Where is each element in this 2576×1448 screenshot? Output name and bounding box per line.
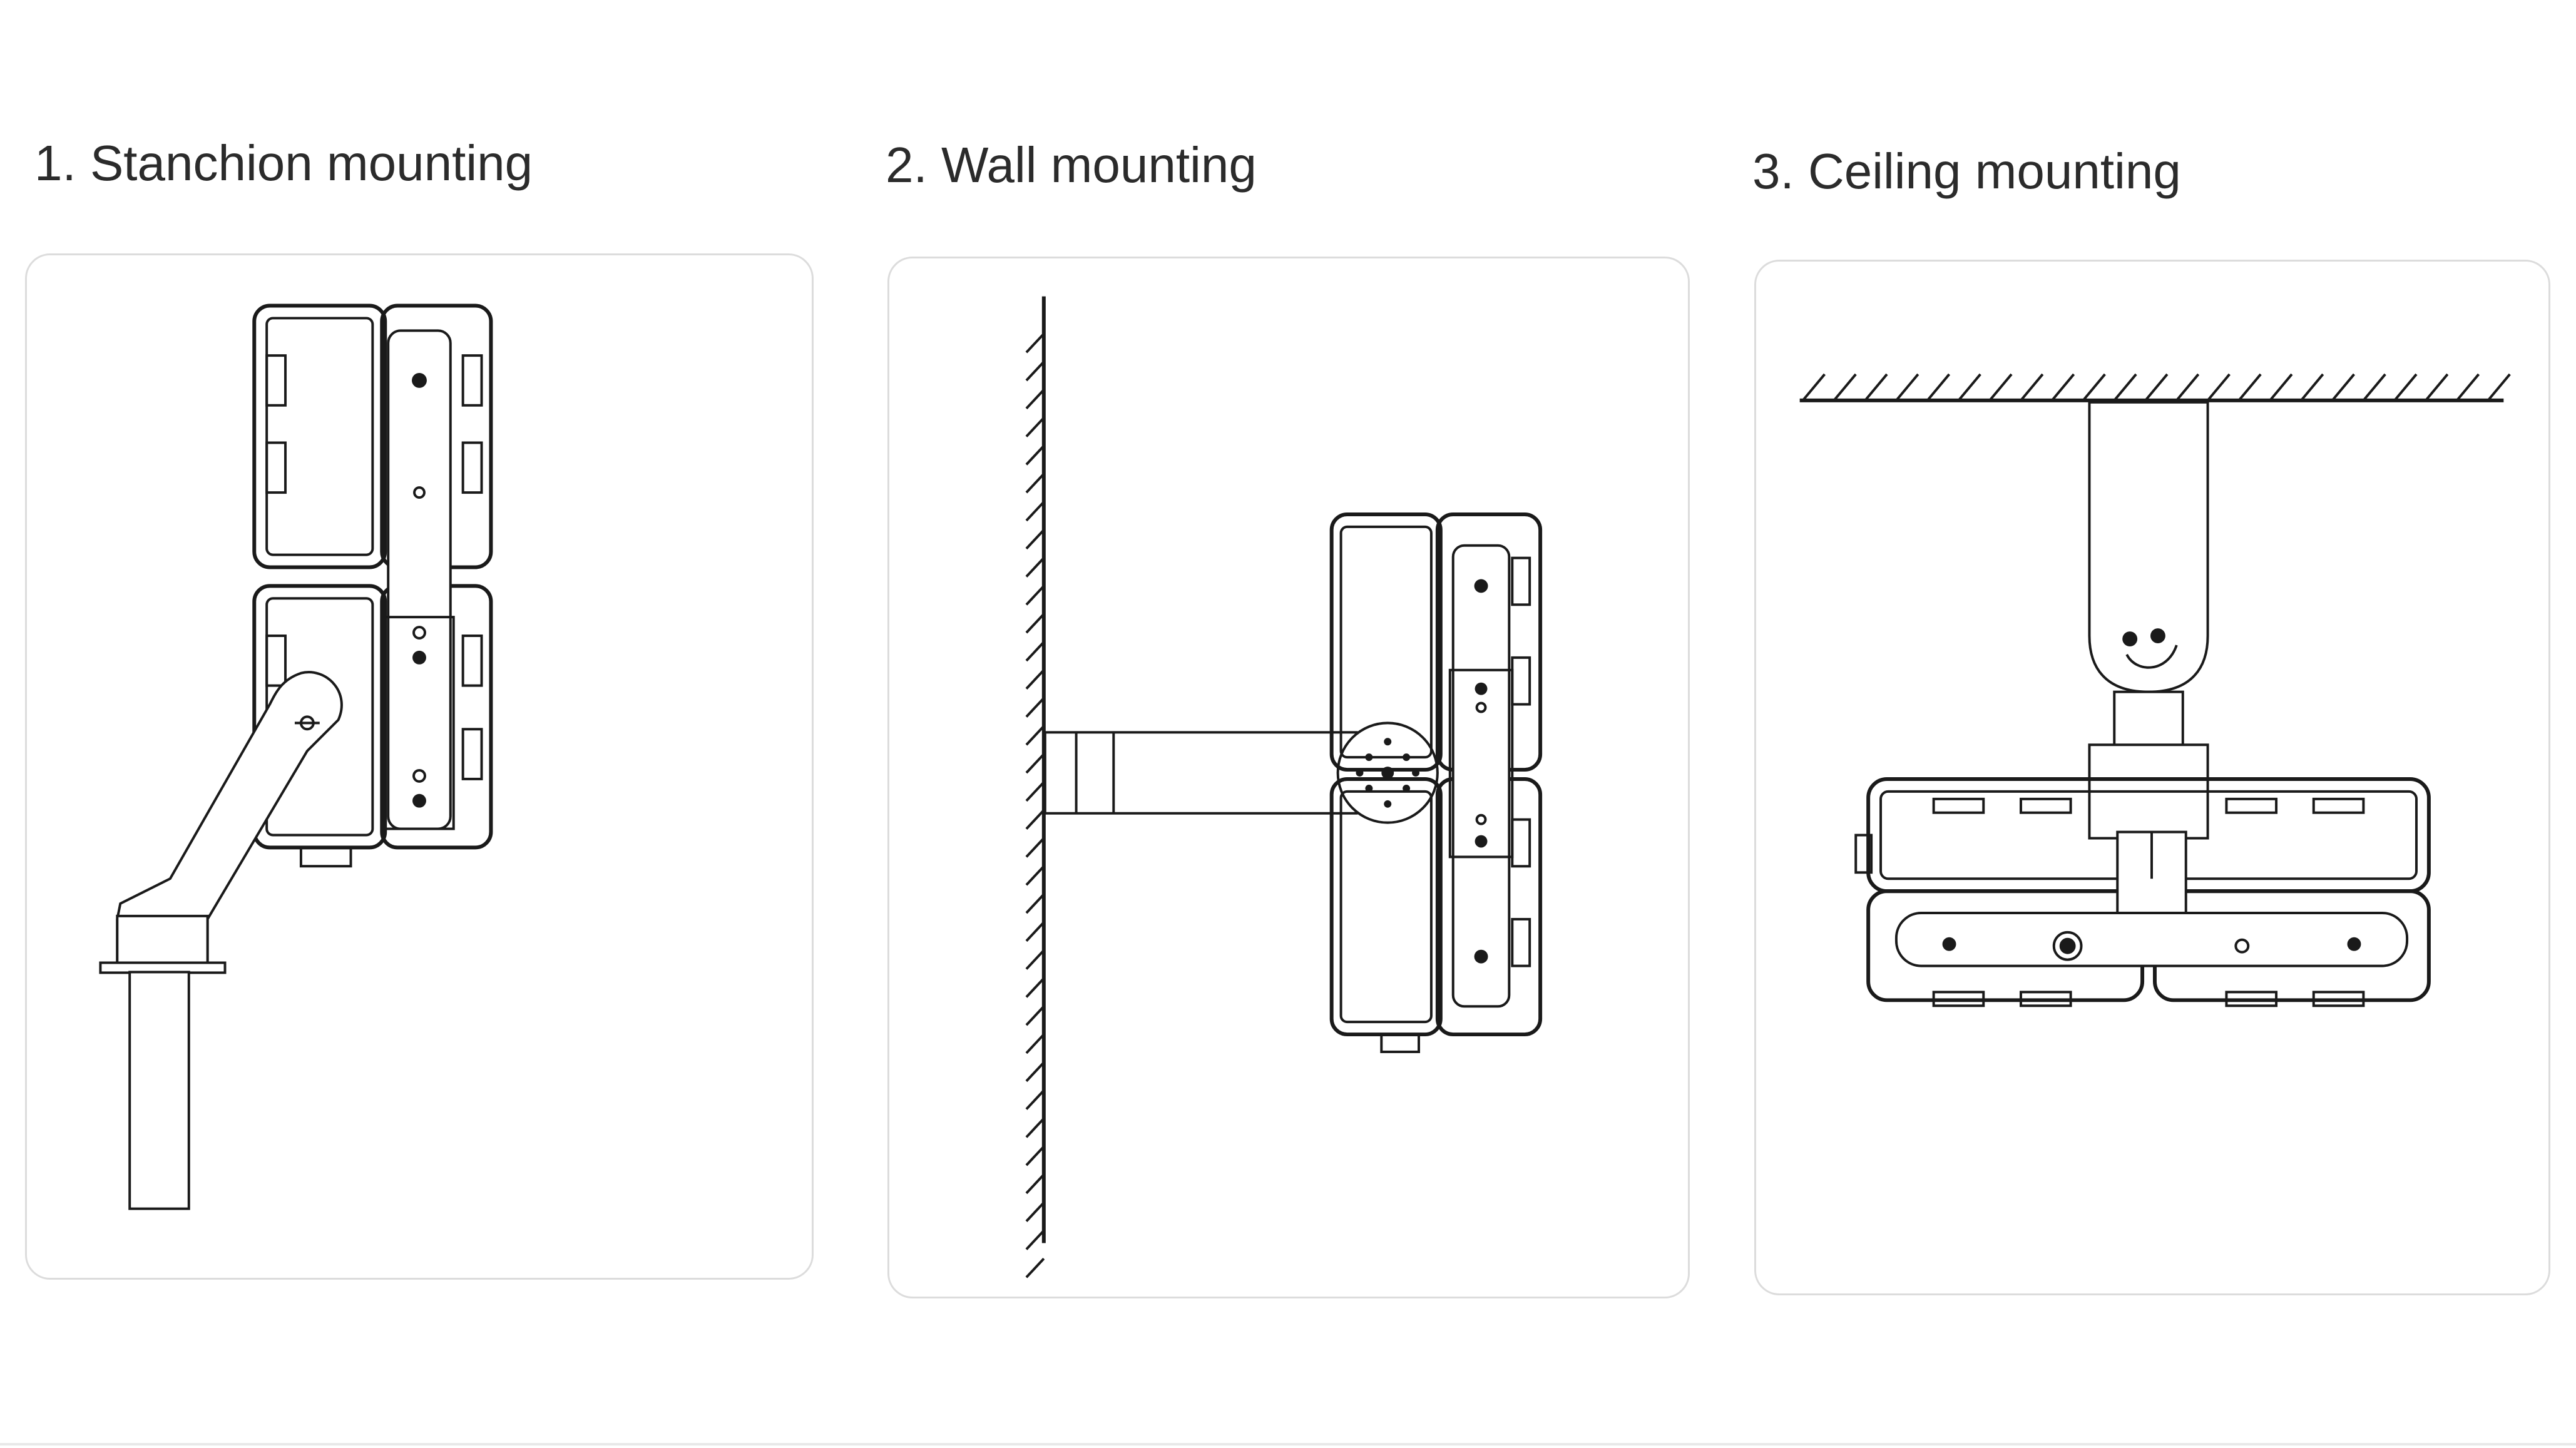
wall-hatch-line xyxy=(1025,445,1045,466)
wall xyxy=(1025,296,1046,1278)
stanchion-mounting-panel xyxy=(25,253,814,1280)
wall-hatch-line xyxy=(1025,921,1045,942)
wall-hatch-line xyxy=(1025,753,1045,774)
bracket-plate xyxy=(384,329,455,830)
wall-hatch-line xyxy=(1025,977,1045,998)
stanchion-arm xyxy=(116,671,343,964)
wall-hatch-line xyxy=(1025,1118,1045,1138)
wall-hatch-line xyxy=(1025,1173,1045,1195)
wall-hatch-line xyxy=(1025,360,1045,382)
wall-hatch-line xyxy=(1025,781,1045,802)
wall-hatch-line xyxy=(1025,585,1045,606)
wall-upper-light-module xyxy=(1329,512,1543,772)
wall-hatch-line xyxy=(1025,893,1045,914)
ceiling-mounting-panel xyxy=(1754,260,2550,1295)
ceiling-hatch-line xyxy=(2113,373,2137,402)
wall-hatch-line xyxy=(1025,697,1045,718)
ceiling-hatch-line xyxy=(2269,373,2293,402)
ceiling-hatch-line xyxy=(1864,373,1888,402)
wall-hatch-line xyxy=(1025,1201,1045,1223)
ceiling-hatch-line xyxy=(2051,373,2075,402)
ceiling-hatch-line xyxy=(1957,373,1981,402)
ceiling-hatch-line xyxy=(2362,373,2386,402)
wall-mounting-diagram xyxy=(1025,296,1543,1278)
wall-hatch-line xyxy=(1025,809,1045,830)
wall-hatch-line xyxy=(1025,472,1045,494)
wall-hatch-line xyxy=(1025,1005,1045,1026)
ceiling-hatch-line xyxy=(1895,373,1919,402)
ceiling-hatch-line xyxy=(2300,373,2324,402)
wall-mounting-title: 2. Wall mounting xyxy=(886,137,1257,193)
bottom-divider xyxy=(0,1443,2576,1445)
ceiling-drop-rod xyxy=(2088,400,2209,840)
wall-hatch-line xyxy=(1025,1145,1045,1166)
wall-hatch-line xyxy=(1025,417,1045,437)
wall-arm xyxy=(1043,721,1439,824)
wall-hatch-line xyxy=(1025,669,1045,690)
ceiling-hatch-line xyxy=(1926,373,1951,402)
ceiling-bracket-plate xyxy=(1894,830,2409,967)
ceiling-hatch-line xyxy=(2487,373,2511,402)
ceiling-hatch-line xyxy=(2393,373,2418,402)
wall-hatch-line xyxy=(1025,501,1045,522)
stanchion-mounting-diagram xyxy=(99,303,493,1210)
wall-hatch-line xyxy=(1025,725,1045,746)
ceiling-hatch-line xyxy=(2456,373,2480,402)
wall-hatch-line xyxy=(1025,1033,1045,1054)
wall-bracket-plate xyxy=(1448,544,1514,1008)
wall-hatch-line xyxy=(1025,837,1045,858)
upper-light-module xyxy=(252,303,493,569)
ceiling-hatch-line xyxy=(1802,373,1826,402)
ceiling-hatch-line xyxy=(2207,373,2231,402)
wall-hatch-line xyxy=(1025,865,1045,886)
ceiling-hatch-line xyxy=(2144,373,2169,402)
wall-hatch-line xyxy=(1025,1089,1045,1110)
ceiling-hatch-line xyxy=(2082,373,2106,402)
ceiling-hatch-line xyxy=(2331,373,2356,402)
wall-hatch-line xyxy=(1025,557,1045,578)
wall-hatch-line xyxy=(1025,1230,1045,1250)
ceiling-mounting-title: 3. Ceiling mounting xyxy=(1752,143,2181,199)
stanchion-pole xyxy=(99,914,227,1210)
ceiling-hatch-line xyxy=(1988,373,2013,402)
ceiling-hatch-line xyxy=(1832,373,1857,402)
wall-mounting-panel xyxy=(887,257,1690,1298)
wall-hatch-line xyxy=(1025,332,1045,354)
wall-hatch-line xyxy=(1025,613,1045,634)
wall-hatch-line xyxy=(1025,949,1045,970)
stanchion-mounting-title: 1. Stanchion mounting xyxy=(34,135,533,191)
ceiling-hatch-line xyxy=(2425,373,2449,402)
ceiling-hatch-line xyxy=(2237,373,2262,402)
wall-hatch-line xyxy=(1025,389,1045,410)
ceiling-hatch-line xyxy=(2175,373,2200,402)
ceiling-mounting-diagram xyxy=(1799,373,2511,1007)
wall-hatch-line xyxy=(1025,1061,1045,1083)
wall-hatch-line xyxy=(1025,641,1045,662)
ceiling xyxy=(1799,373,2511,402)
wall-hatch-line xyxy=(1025,1258,1045,1278)
ceiling-hatch-line xyxy=(2020,373,2044,402)
wall-hatch-line xyxy=(1025,529,1045,550)
